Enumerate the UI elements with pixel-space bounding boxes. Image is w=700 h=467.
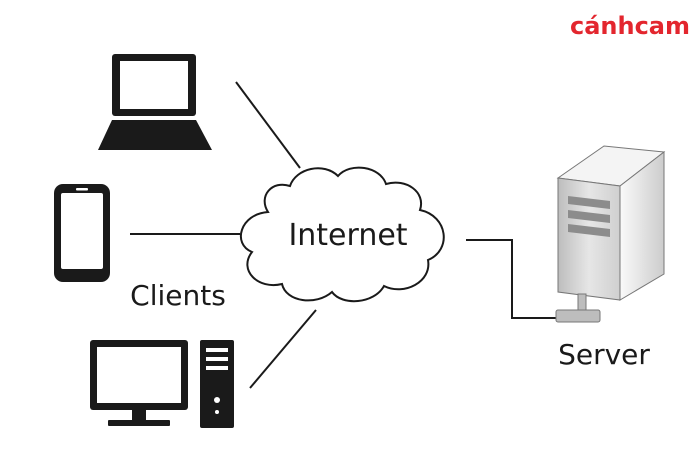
server-link [466, 239, 556, 319]
desktop-computer-icon [90, 340, 188, 426]
cloud-icon [240, 166, 445, 303]
server-drive-bays [568, 196, 610, 237]
brand-logo: cánhcam [570, 12, 690, 40]
server-connector [555, 293, 601, 323]
connection-lines [130, 81, 556, 389]
desktop-link [249, 309, 317, 389]
smartphone-icon [54, 184, 110, 282]
laptop-link [235, 81, 301, 169]
server-label: Server [558, 338, 650, 371]
internet-label: Internet [288, 218, 407, 253]
pc-tower-icon [200, 340, 234, 428]
server-icon [555, 145, 666, 323]
clients-label: Clients [130, 279, 226, 312]
laptop-icon [98, 54, 212, 150]
